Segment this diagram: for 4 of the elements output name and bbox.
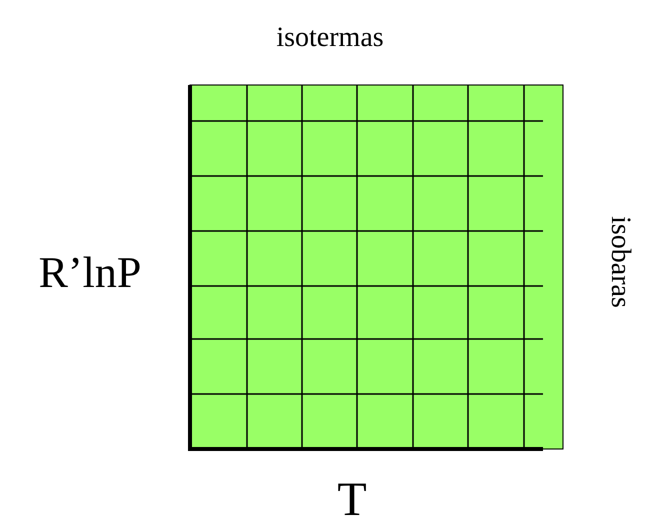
- axis-title: isobaras: [606, 216, 634, 308]
- axis-label: T: [337, 476, 367, 524]
- axis-title: isotermas: [276, 24, 384, 52]
- axis-label: R’lnP: [38, 251, 142, 295]
